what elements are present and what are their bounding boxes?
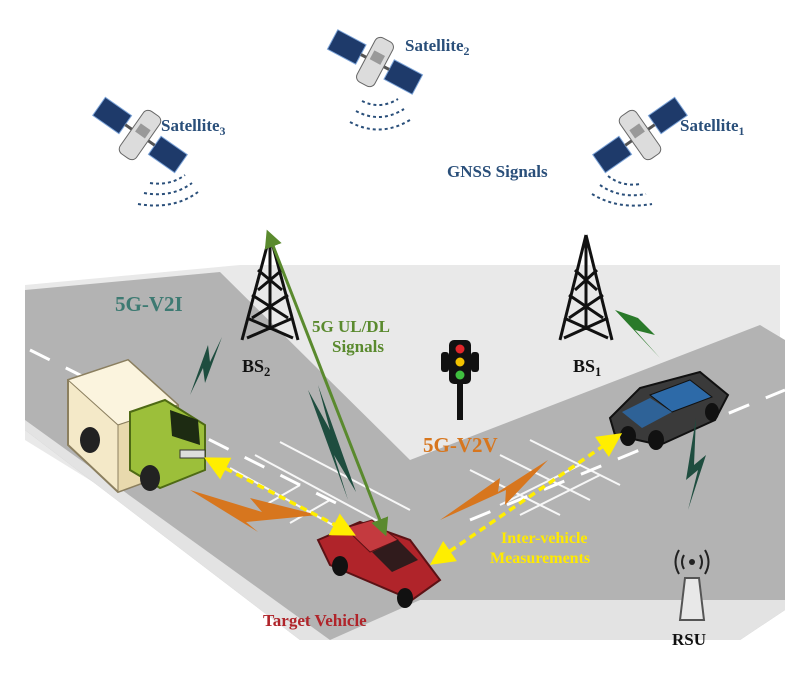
v2v-label: 5G-V2V bbox=[423, 433, 498, 457]
bs2-label: BS2 bbox=[242, 356, 270, 379]
rsu-label: RSU bbox=[672, 630, 706, 649]
uplink-arrow bbox=[264, 229, 389, 537]
uldl-label-line1: 5G UL/DL bbox=[312, 317, 390, 336]
inter-vehicle-label-line1: Inter-vehicle bbox=[501, 530, 587, 547]
satellite3-label: Satellite3 bbox=[161, 116, 226, 138]
target-vehicle-label: Target Vehicle bbox=[263, 611, 367, 630]
rsu-icon bbox=[674, 549, 710, 621]
bs1-label: BS1 bbox=[573, 356, 601, 379]
satellite-1 bbox=[592, 96, 688, 174]
satellite1-label: Satellite1 bbox=[680, 116, 745, 138]
bs1-tower bbox=[558, 234, 614, 341]
v2i-label: 5G-V2I bbox=[115, 292, 183, 316]
measurement-arrows bbox=[204, 433, 623, 565]
gnss-signals-label: GNSS Signals bbox=[447, 162, 548, 181]
satellite-3 bbox=[92, 96, 188, 174]
other-vehicle bbox=[608, 370, 730, 450]
gnss-waves bbox=[137, 98, 653, 207]
traffic-light bbox=[441, 340, 479, 420]
uldl-label-line2: Signals bbox=[332, 337, 384, 356]
truck bbox=[67, 358, 206, 494]
inter-vehicle-label-line2: Measurements bbox=[490, 550, 590, 567]
satellite2-label: Satellite2 bbox=[405, 36, 470, 58]
satellite-2 bbox=[326, 29, 424, 95]
